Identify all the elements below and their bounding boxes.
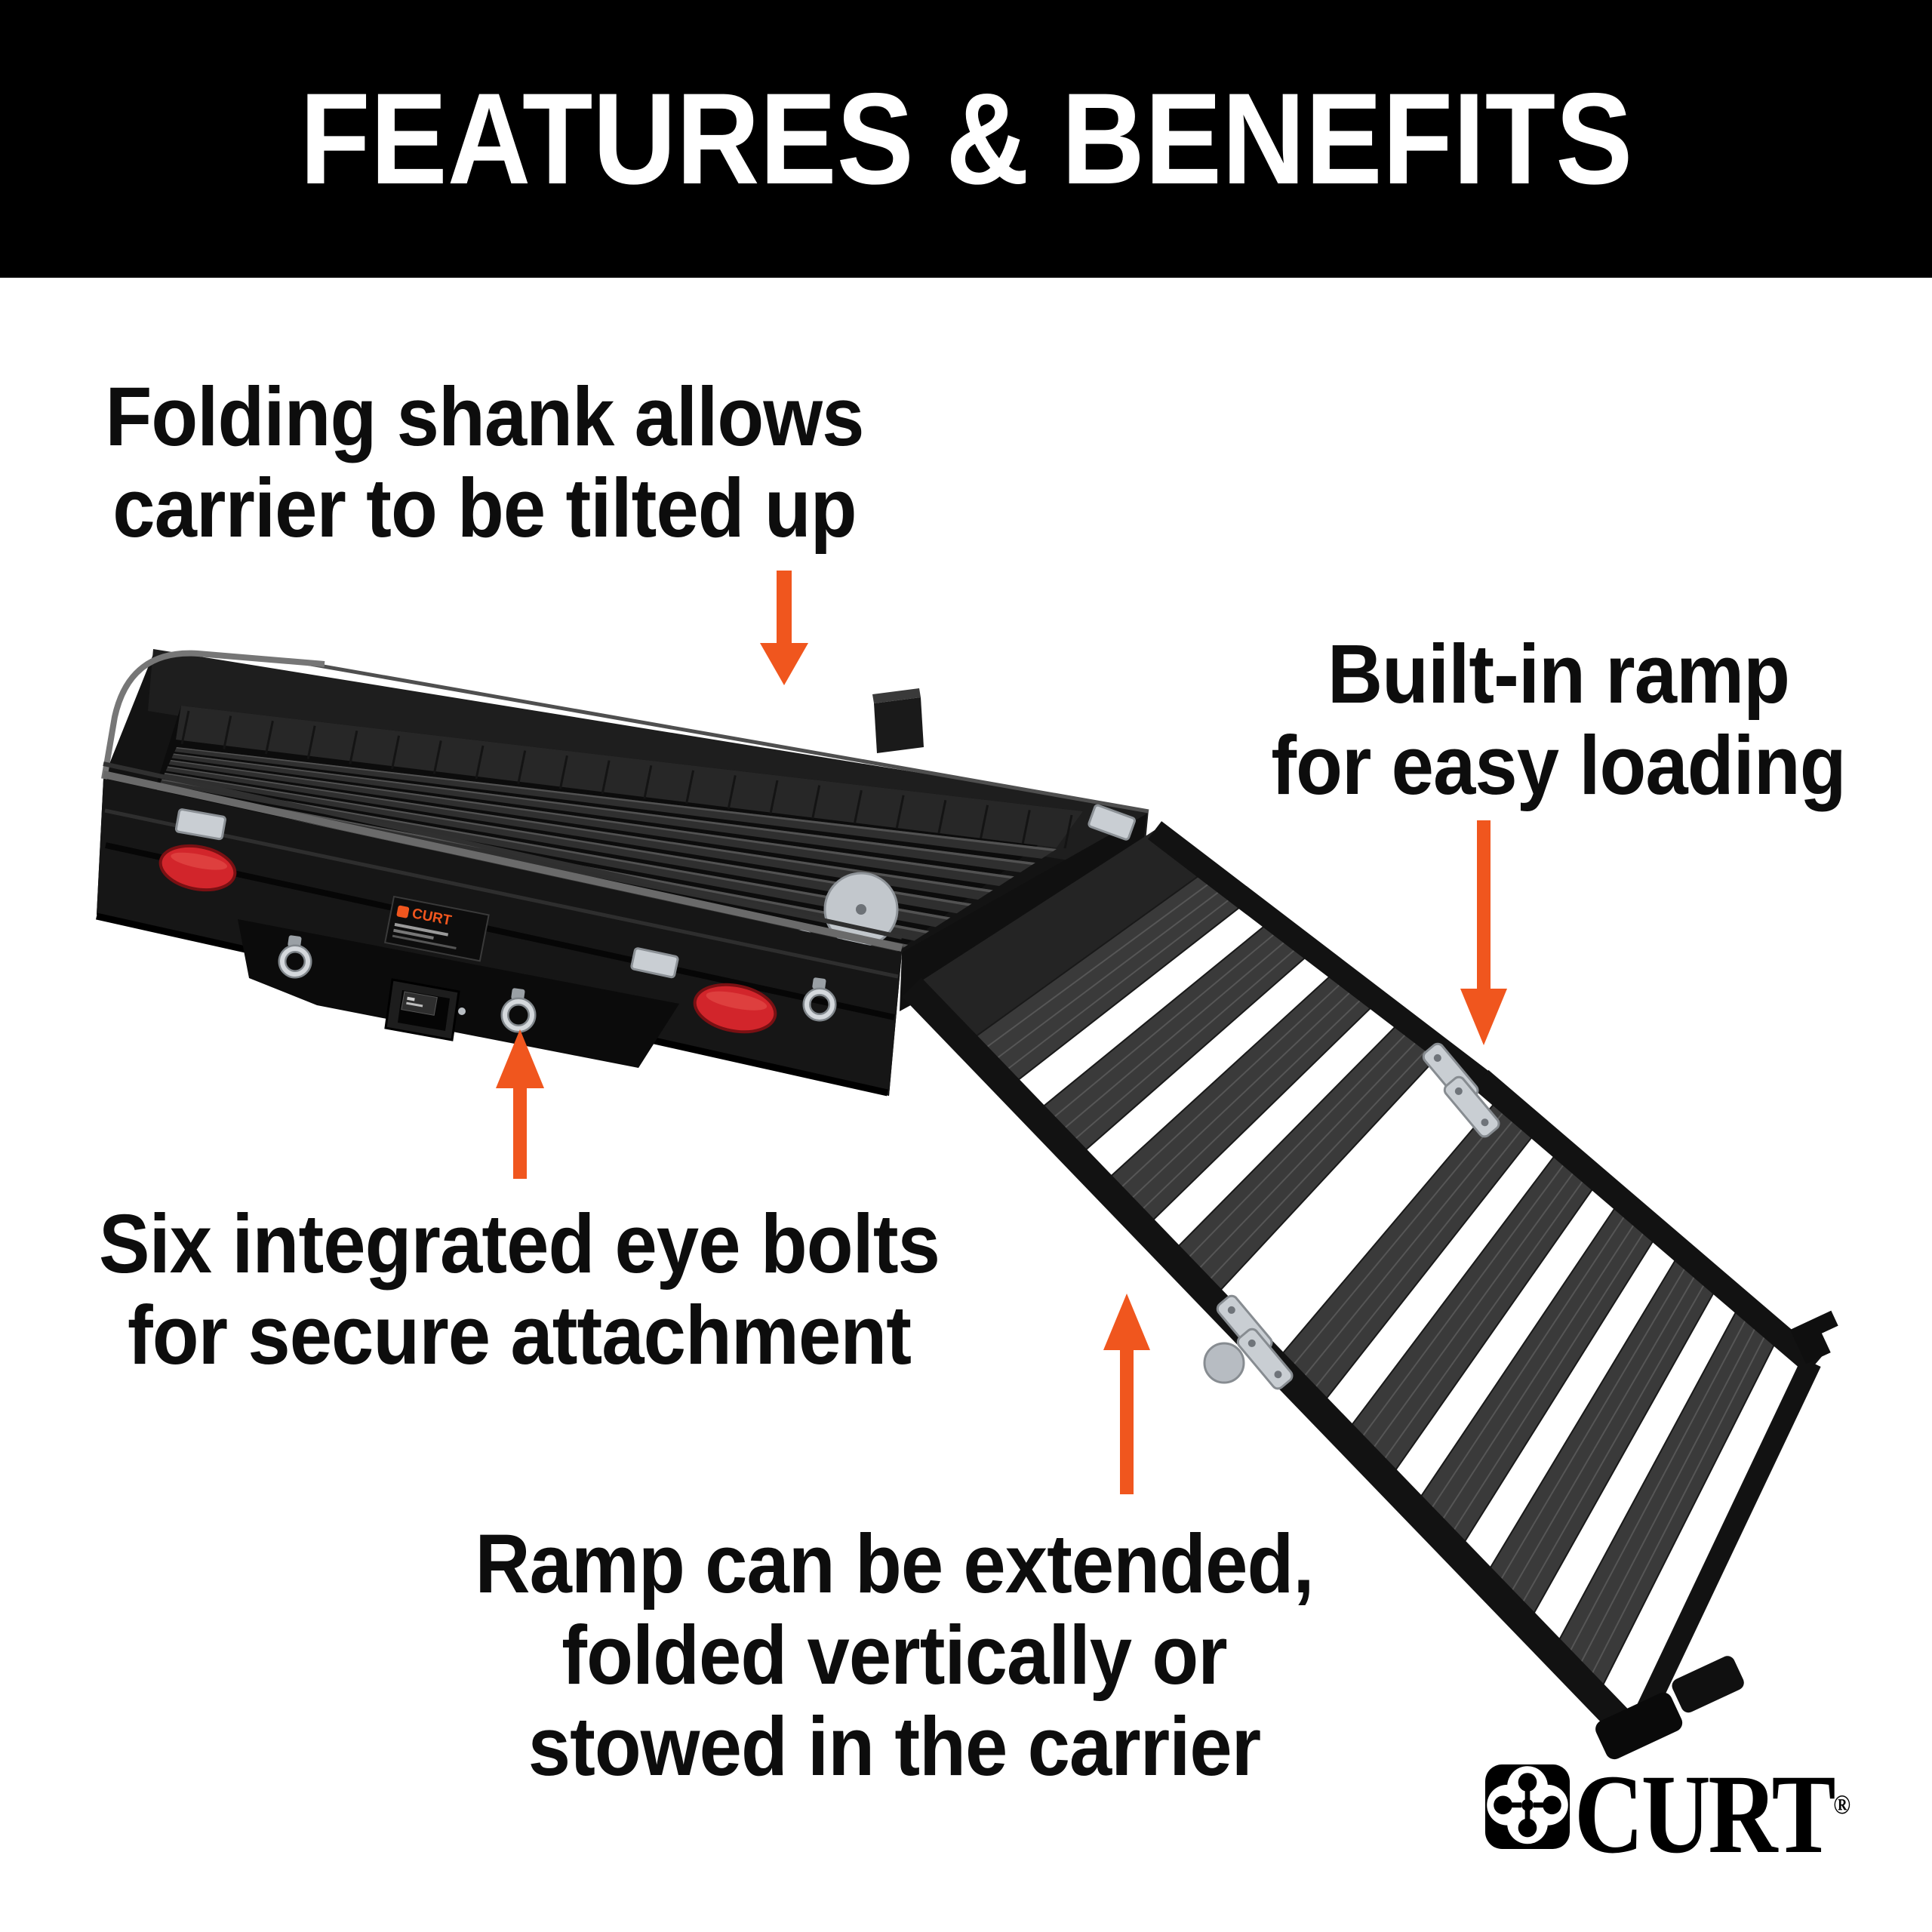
left-reflector: [158, 844, 237, 892]
curt-logo-icon: [1485, 1764, 1570, 1849]
registered-mark: ®: [1833, 1789, 1851, 1820]
corner-clips: [174, 804, 1136, 979]
down-arrow-icon: [760, 571, 808, 685]
up-arrow-icon: [496, 1029, 544, 1179]
curt-logo: CURT®: [1485, 1758, 1863, 1871]
eye-bolt-left: [278, 935, 312, 979]
up-arrow-icon: [1103, 1294, 1150, 1494]
page-title: FEATURES & BENEFITS: [299, 66, 1633, 211]
callout-line: Ramp can be extended,: [475, 1518, 1314, 1611]
loading-ramp-upper: [902, 821, 1491, 1353]
callout-folding-shank: Folding shank allows carrier to be tilte…: [105, 371, 865, 555]
eye-bolt-center: [500, 988, 537, 1033]
folded-shank-post: [872, 688, 924, 753]
eye-bolt-right: [802, 977, 837, 1022]
callout-eye-bolts: Six integrated eye bolts for secure atta…: [99, 1198, 940, 1381]
down-arrow-icon: [1460, 820, 1507, 1045]
callout-built-in-ramp: Built-in ramp for easy loading: [1271, 628, 1846, 812]
callout-line: folded vertically or: [561, 1609, 1227, 1702]
callout-line: for easy loading: [1271, 719, 1846, 812]
curt-wordmark: CURT®: [1574, 1752, 1851, 1877]
callout-line: Six integrated eye bolts: [99, 1198, 940, 1291]
callout-line: Folding shank allows: [105, 371, 865, 463]
callout-ramp-usage: Ramp can be extended, folded vertically …: [475, 1518, 1314, 1793]
ramp-rubber-feet: [1595, 1310, 1838, 1760]
ramp-fold-hinges: [1203, 1042, 1500, 1390]
callout-line: stowed in the carrier: [528, 1700, 1261, 1793]
loading-ramp-lower: [1241, 1069, 1823, 1750]
channel-ribs: [180, 710, 1073, 849]
callout-line: carrier to be tilted up: [112, 462, 857, 555]
callout-line: Built-in ramp: [1327, 628, 1790, 721]
header-banner: FEATURES & BENEFITS: [0, 0, 1932, 278]
hitch-shank-receiver: [238, 919, 679, 1068]
right-reflector: [693, 983, 777, 1034]
product-label-sticker: CURT: [383, 895, 490, 962]
callout-line: for secure attachment: [127, 1289, 912, 1382]
